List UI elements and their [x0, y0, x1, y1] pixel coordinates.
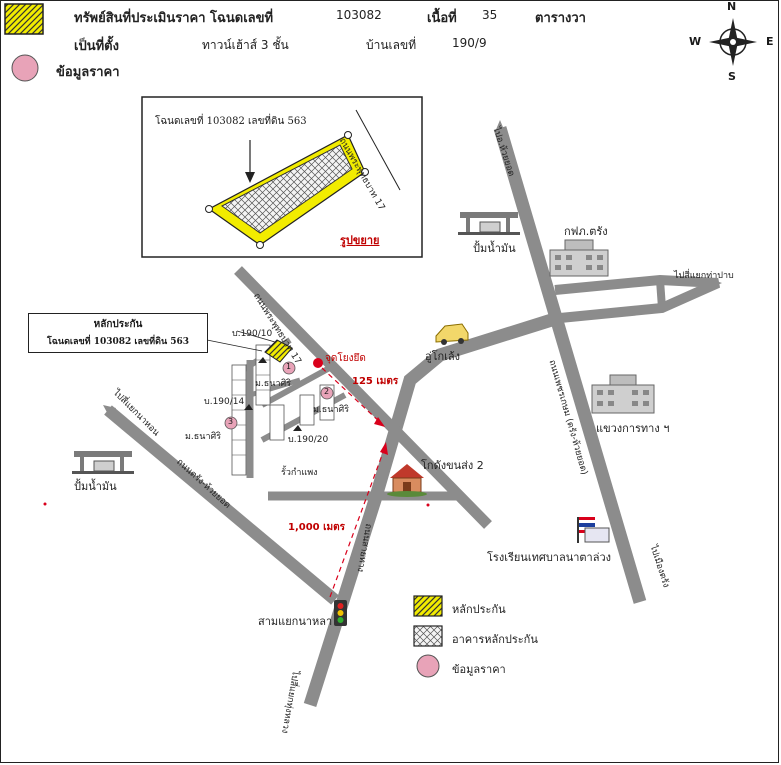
- legend-collateral-label: หลักประกัน: [452, 603, 506, 616]
- collateral-callout: หลักประกัน โฉนดเลขที่ 103082 เลขที่ดิน 5…: [28, 313, 208, 353]
- label-transport: โกดังขนส่ง 2: [421, 459, 484, 472]
- asset-label: ทรัพย์สินที่ประเมินราคา โฉนดเลขที่: [74, 11, 274, 26]
- label-b190-20: บ.190/20: [288, 435, 329, 445]
- gas-station-icon: [72, 451, 134, 474]
- price-data-label: ข้อมูลราคา: [56, 65, 120, 80]
- area-label: เนื้อที่: [427, 11, 457, 26]
- compass-e: E: [766, 35, 774, 48]
- label-wall: รั้วกำแพง: [281, 468, 318, 478]
- marker-num-3: 3: [228, 417, 234, 426]
- compass-icon: [709, 18, 757, 66]
- label-gas-left: ปั้มน้ำมัน: [74, 480, 117, 493]
- label-to-thapan: ไปสี่แยกท่าปาบ: [674, 271, 734, 281]
- reference-point-marker: [313, 358, 323, 368]
- gas-station-icon: [458, 212, 520, 235]
- legend-price-label: ข้อมูลราคา: [452, 663, 506, 676]
- label-dist-1000: 1,000 เมตร: [288, 522, 345, 533]
- deed-number: 103082: [336, 8, 382, 22]
- label-gas-top: ปั้มน้ำมัน: [473, 242, 516, 255]
- label-dist-125: 125 เมตร: [352, 376, 399, 387]
- area-unit: ตารางวา: [535, 11, 586, 26]
- legend-price-marker: [416, 654, 440, 678]
- label-moo-2: ม.ธนาศิริ: [313, 405, 350, 415]
- label-garage: อู่โกเล้ง: [425, 350, 461, 363]
- inset-enlarge-label: รูปขยาย: [340, 234, 380, 247]
- marker-num-1: 1: [286, 362, 292, 371]
- price-data-marker-header: [11, 54, 39, 82]
- label-b190-14: บ.190/14: [204, 397, 245, 407]
- collateral-callout-title: หลักประกัน: [93, 319, 143, 330]
- legend-building-swatch: [413, 625, 443, 647]
- legend-collateral-swatch: [413, 595, 443, 617]
- car-icon: [435, 323, 469, 345]
- building-type: ทาวน์เฮ้าส์ 3 ชั้น: [202, 38, 289, 52]
- price-data-marker-2: [320, 386, 334, 400]
- label-moo-1: ม.ธนาศิริ: [255, 379, 292, 389]
- marker-num-2: 2: [324, 387, 330, 396]
- location-label: เป็นที่ตั้ง: [74, 39, 119, 54]
- school-flag-icon: [577, 517, 610, 543]
- label-moo-3: ม.ธนาศิริ: [185, 432, 222, 442]
- area-value: 35: [482, 8, 498, 22]
- compass-s: S: [728, 70, 736, 83]
- collateral-callout-deed: โฉนดเลขที่ 103082 เลขที่ดิน 563: [46, 337, 190, 347]
- house-icon: [387, 464, 427, 497]
- label-school: โรงเรียนเทศบาลนาตาล่วง: [487, 551, 612, 564]
- house-number: 190/9: [452, 36, 487, 50]
- dist-125-line: [321, 367, 384, 426]
- label-start-point: จุดโยงยึด: [325, 353, 366, 364]
- compass-w: W: [689, 35, 702, 48]
- label-b190-10: บ.190/10: [232, 329, 273, 339]
- price-data-marker-1: [282, 361, 296, 375]
- collateral-swatch-header: [4, 3, 44, 35]
- traffic-light-icon: [334, 600, 347, 626]
- price-data-marker-3: [224, 416, 238, 430]
- collateral-plot: [264, 339, 293, 363]
- label-power-office: กฟภ.ตรัง: [564, 225, 608, 238]
- label-junction: สามแยกนาหลา: [258, 615, 333, 628]
- building-icon: [591, 374, 655, 414]
- village-plot-lines: [232, 359, 270, 456]
- house-no-label: บ้านเลขที่: [366, 38, 417, 52]
- label-hwy-office: แขวงการทาง ฯ: [596, 422, 670, 435]
- inset-deed-caption: โฉนดเลขที่ 103082 เลขที่ดิน 563: [155, 116, 307, 127]
- compass-n: N: [727, 0, 737, 13]
- legend-building-label: อาคารหลักประกัน: [452, 633, 538, 646]
- inset-building: [221, 144, 353, 234]
- building-icon: [549, 239, 609, 277]
